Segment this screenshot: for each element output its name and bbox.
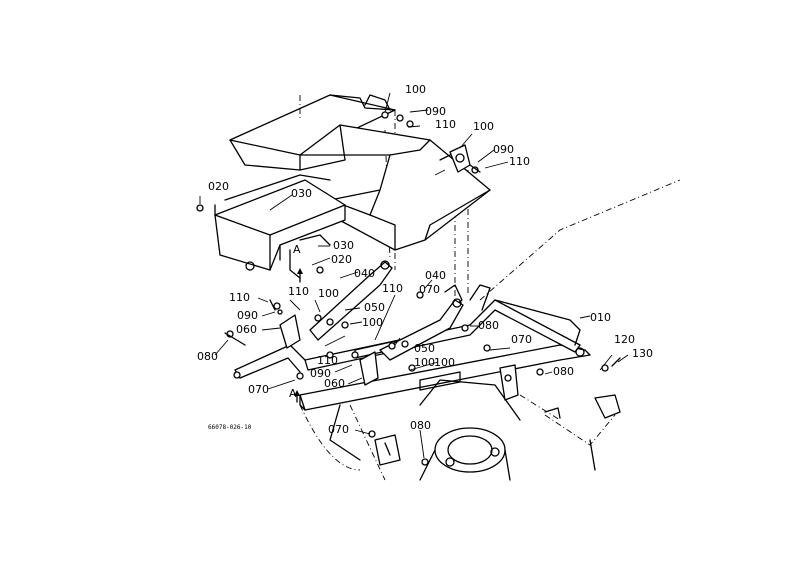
part-label-070: 070	[248, 383, 269, 396]
part-label-060: 060	[236, 323, 257, 336]
part-label-070: 070	[419, 283, 440, 296]
part-label-040: 040	[354, 267, 375, 280]
leader-lines	[199, 92, 629, 459]
part-label-030: 030	[291, 187, 312, 200]
part-label-010: 010	[590, 311, 611, 324]
part-label-050: 050	[364, 301, 385, 314]
part-label-070: 070	[511, 333, 532, 346]
part-label-060: 060	[324, 377, 345, 390]
plates-060	[279, 314, 401, 466]
part-label-090: 090	[425, 105, 446, 118]
part-label-090: 090	[237, 309, 258, 322]
part-label-130: 130	[632, 347, 653, 360]
section-arrows	[294, 268, 303, 403]
part-label-080: 080	[553, 365, 574, 378]
part-label-120: 120	[614, 333, 635, 346]
part-label-100: 100	[362, 316, 383, 329]
lower-right-bracket	[544, 394, 621, 471]
part-label-080: 080	[197, 350, 218, 363]
part-label-020: 020	[208, 180, 229, 193]
drawing-code: 66078-026-10	[208, 424, 252, 431]
part-label-110: 110	[317, 354, 338, 367]
hood-panel	[299, 94, 491, 251]
part-label-030: 030	[333, 239, 354, 252]
part-label-100: 100	[473, 120, 494, 133]
part-label-100: 100	[434, 356, 455, 369]
seat-assembly	[229, 94, 396, 171]
part-label-080: 080	[410, 419, 431, 432]
part-label-090: 090	[493, 143, 514, 156]
part-label-110: 110	[229, 291, 250, 304]
battery-box	[214, 174, 346, 279]
part-label-110: 110	[435, 118, 456, 131]
part-label-100: 100	[414, 356, 435, 369]
section-marker-a-lower: A	[289, 387, 297, 400]
part-label-100: 100	[318, 287, 339, 300]
part-label-110: 110	[509, 155, 530, 168]
part-label-020: 020	[331, 253, 352, 266]
rear-axle-hub	[329, 364, 521, 481]
part-label-050: 050	[414, 342, 435, 355]
part-label-040: 040	[425, 269, 446, 282]
part-label-070: 070	[328, 423, 349, 436]
fasteners	[196, 111, 621, 466]
part-label-110: 110	[288, 285, 309, 298]
part-label-080: 080	[478, 319, 499, 332]
part-label-090: 090	[310, 367, 331, 380]
part-label-100: 100	[405, 83, 426, 96]
section-marker-a-upper: A	[293, 243, 301, 256]
part-label-110: 110	[382, 282, 403, 295]
